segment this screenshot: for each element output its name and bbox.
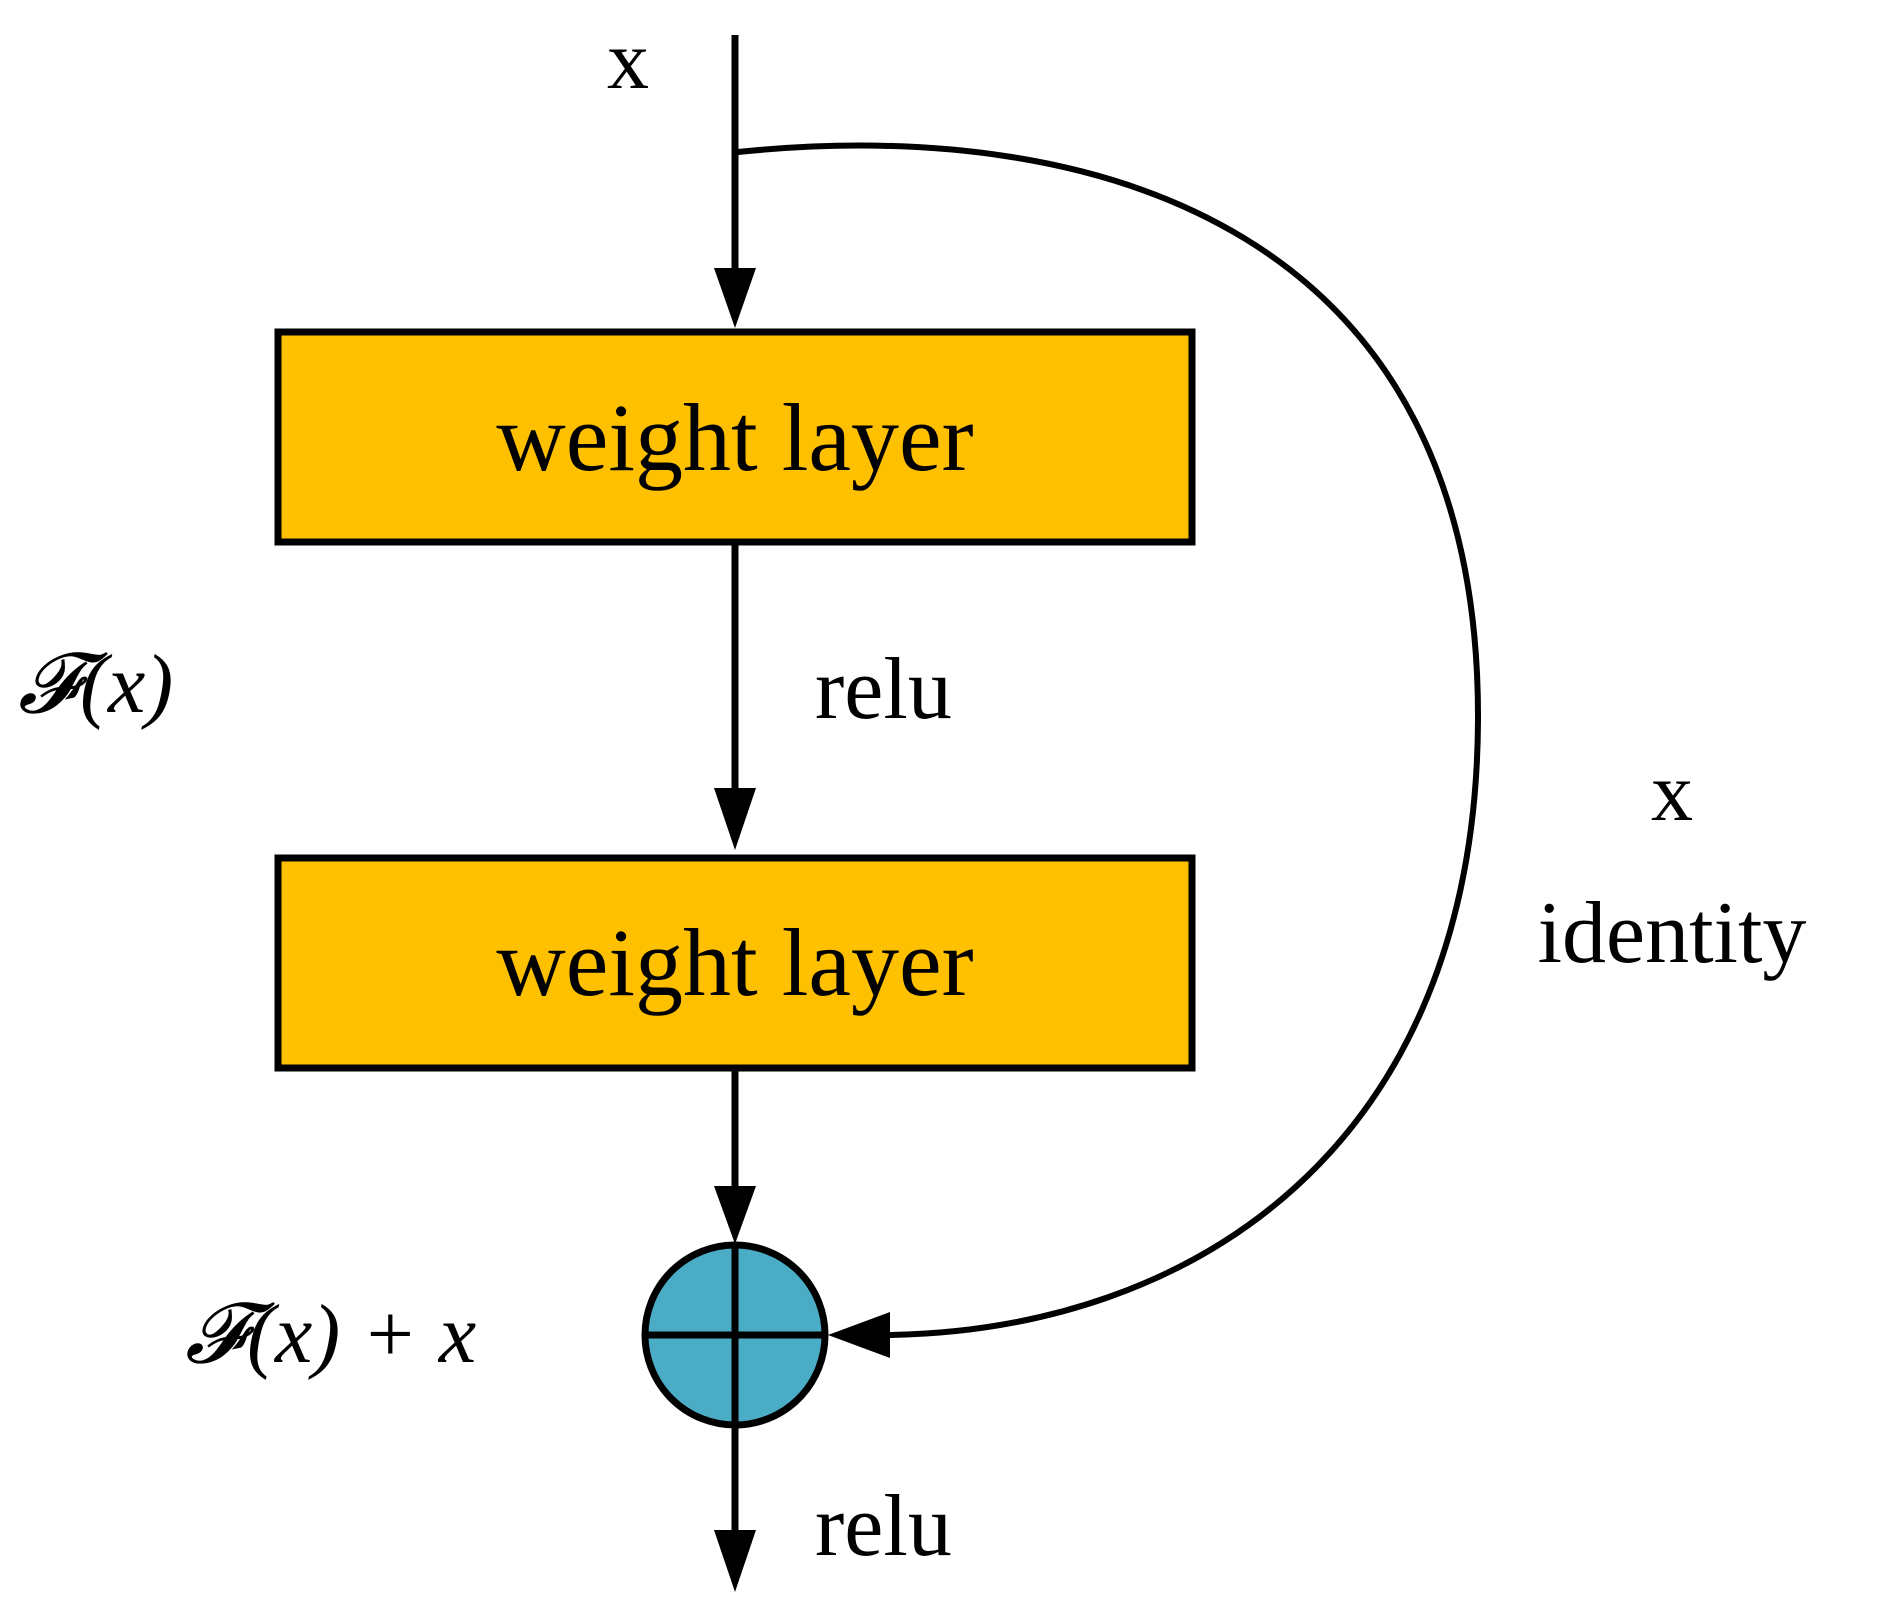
arrow-into-sum <box>714 1186 756 1244</box>
arrow-into-layer2 <box>714 788 756 850</box>
arrow-shortcut-into-sum <box>828 1312 890 1358</box>
weight-layer-2-label: weight layer <box>496 909 973 1016</box>
relu-label-2: relu <box>815 1478 952 1575</box>
relu-label-1: relu <box>815 641 952 738</box>
weight-layer-2 <box>274 854 1196 1072</box>
arrow-output <box>714 1530 756 1592</box>
fx-label: 𝓕(x) <box>18 638 173 731</box>
identity-shortcut-curve <box>737 142 1482 1338</box>
input-x-label: x <box>607 14 649 107</box>
weight-layer-1-label: weight layer <box>496 384 973 491</box>
shortcut-x-label: x <box>1651 746 1693 839</box>
identity-label: identity <box>1538 885 1807 982</box>
sum-label: 𝓕(x) + x <box>185 1288 476 1381</box>
arrow-into-layer1 <box>714 268 756 328</box>
